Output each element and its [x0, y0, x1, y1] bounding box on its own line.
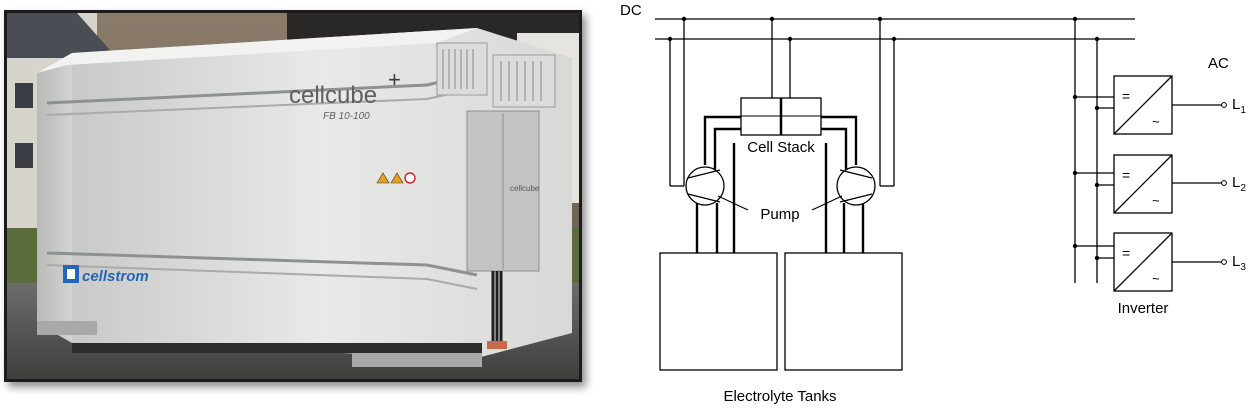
- cell-stack-label: Cell Stack: [747, 139, 815, 156]
- plus-mark: +: [388, 67, 401, 92]
- inverter-label: Inverter: [1118, 300, 1169, 317]
- flow-battery-schematic: Cell Stack Pump Electrolyte Tanks DC AC: [620, 2, 1246, 405]
- ac-label: AC: [1208, 55, 1229, 72]
- electrolyte-tank-right: [784, 252, 903, 371]
- electrolyte-piping: [695, 115, 865, 253]
- inverter-3-dc-symbol: =: [1122, 245, 1130, 261]
- phase-label-l1: L1: [1232, 96, 1246, 116]
- inverter-2-dc-symbol: =: [1122, 167, 1130, 183]
- cell-stack: [740, 97, 822, 136]
- warning-sign-icon: [376, 172, 390, 184]
- inverter-3-ac-symbol: ~: [1152, 271, 1160, 286]
- cellstrom-logo-text: cellstrom: [82, 268, 149, 285]
- phase-label-l2: L2: [1232, 174, 1246, 194]
- pump-left: [685, 166, 725, 206]
- pump-label: Pump: [760, 206, 799, 223]
- container-body: [72, 28, 572, 358]
- cabinet-logo: cellcube: [510, 184, 540, 193]
- pump-right: [836, 166, 876, 206]
- electrolyte-tanks-label: Electrolyte Tanks: [723, 388, 836, 405]
- inverter-1-dc-symbol: =: [1122, 88, 1130, 104]
- inverter-2: [1075, 154, 1227, 214]
- warning-sign-icon: [390, 172, 404, 184]
- phase-label-l3: L3: [1232, 253, 1246, 273]
- photo-frame: cellcube cellcube + FB 10-100 cellstrom: [4, 10, 582, 382]
- inverter-1-ac-symbol: ~: [1152, 114, 1160, 129]
- inverter-3: [1075, 232, 1227, 292]
- inverter-2-ac-symbol: ~: [1152, 193, 1160, 208]
- inverter-1: [1075, 75, 1227, 135]
- product-logo: cellcube: [289, 82, 377, 109]
- dc-label: DC: [620, 2, 642, 19]
- battery-container-photo: cellcube cellcube + FB 10-100 cellstrom: [7, 13, 579, 379]
- model-label: FB 10-100: [323, 111, 370, 122]
- electrolyte-tank-left: [659, 252, 778, 371]
- container-end: [37, 53, 72, 343]
- prohibition-sign-icon: [404, 172, 416, 184]
